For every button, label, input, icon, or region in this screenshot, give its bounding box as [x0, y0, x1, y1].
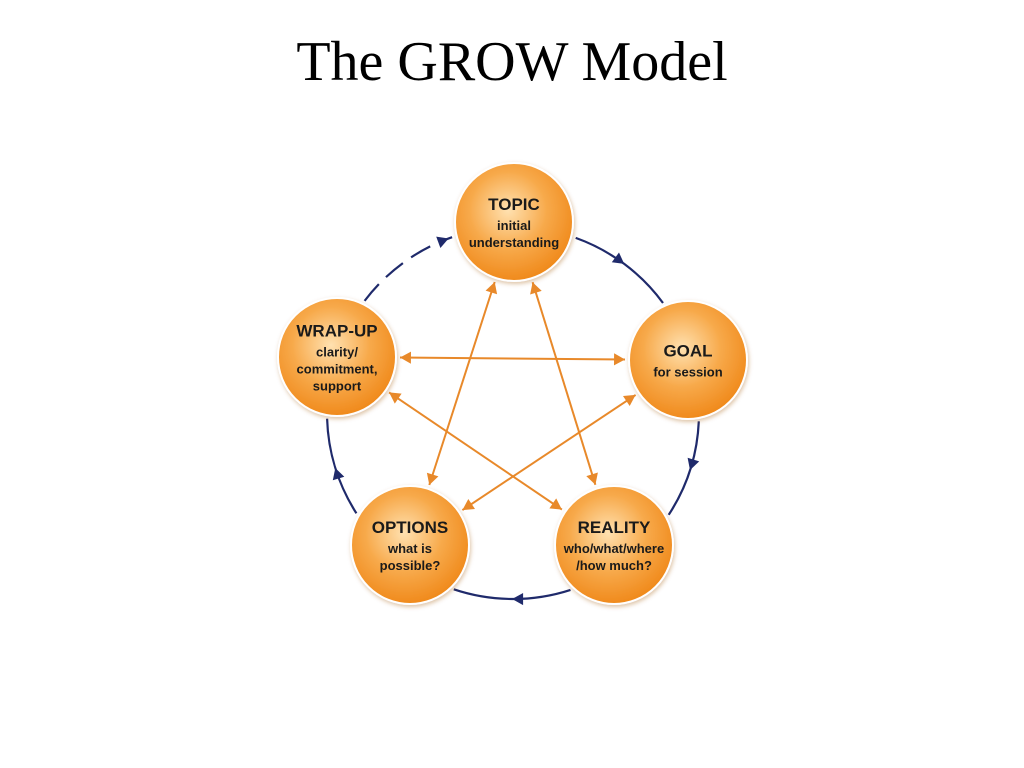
cross-arrow-topic-reality [531, 281, 597, 486]
cycle-arrows [326, 236, 700, 606]
cycle-arc-goal-reality [667, 421, 700, 516]
cross-arrowhead-options [462, 499, 475, 511]
node-goal-title: GOAL [663, 342, 712, 361]
node-reality-subtitle: who/what/where [563, 541, 664, 556]
cycle-arc-options-wrapup [326, 418, 358, 514]
node-wrapup-subtitle: support [313, 379, 362, 394]
cross-arrow-wrapup-goal [399, 356, 626, 361]
node-options-title: OPTIONS [372, 518, 449, 537]
cross-arrowhead-goal [614, 353, 625, 366]
node-options-circle [350, 485, 470, 605]
cross-arrowhead-topic [530, 282, 542, 295]
node-goal: GOAL for session [628, 300, 748, 420]
node-goal-circle [628, 300, 748, 420]
node-topic-title: TOPIC [488, 195, 540, 214]
cross-arrowhead-options [426, 472, 439, 485]
node-goal-subtitle: for session [653, 365, 722, 380]
node-topic-subtitle: understanding [469, 235, 559, 250]
node-wrapup-subtitle: commitment, [297, 362, 378, 377]
node-options-subtitle: possible? [380, 558, 441, 573]
cross-arrow-topic-options [428, 281, 496, 486]
node-options-subtitle: what is [387, 541, 432, 556]
node-topic-circle [454, 162, 574, 282]
node-reality: REALITY who/what/where/how much? [554, 485, 674, 605]
cycle-arrowhead-options-wrapup [332, 468, 345, 481]
node-wrapup-subtitle: clarity/ [316, 345, 358, 360]
node-topic-subtitle: initial [497, 218, 531, 233]
cross-arrowhead-goal [623, 394, 636, 406]
cycle-arc-topic-goal [575, 236, 664, 304]
node-wrapup-title: WRAP-UP [296, 322, 377, 341]
node-reality-circle [554, 485, 674, 605]
cross-arrow-wrapup-reality [388, 391, 563, 511]
cross-arrows [388, 281, 637, 511]
cycle-arrowhead-wrapup-topic [436, 236, 449, 248]
cross-arrowhead-reality [586, 472, 598, 485]
node-wrapup: WRAP-UP clarity/commitment, support [277, 297, 397, 417]
node-options: OPTIONS what is possible? [350, 485, 470, 605]
cycle-arrowhead-topic-goal [611, 252, 625, 264]
cross-arrowhead-reality [549, 498, 562, 510]
node-reality-subtitle: /how much? [576, 558, 652, 573]
cycle-arc-wrapup-topic [363, 236, 453, 302]
cross-arrow-goal-options [461, 394, 637, 511]
cross-arrowhead-wrapup [400, 351, 411, 364]
slide-title: The GROW Model [296, 31, 728, 93]
cross-arrowhead-topic [485, 282, 498, 295]
cycle-arrowhead-reality-options [512, 593, 524, 606]
node-reality-title: REALITY [578, 518, 651, 537]
node-wrapup-circle [277, 297, 397, 417]
cross-arrowhead-wrapup [389, 392, 402, 404]
cycle-arc-reality-options [453, 588, 571, 601]
node-topic: TOPIC initial understanding [454, 162, 574, 282]
cycle-arrowhead-goal-reality [687, 457, 700, 471]
